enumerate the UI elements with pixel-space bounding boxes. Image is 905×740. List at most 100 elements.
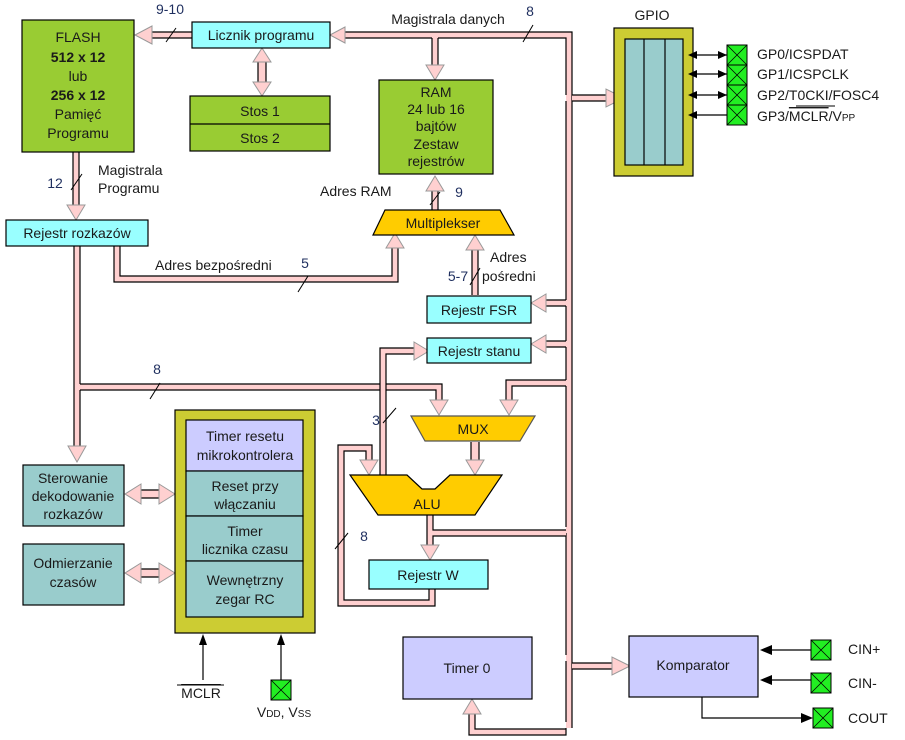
bus-data-to-mux — [499, 379, 566, 416]
status-register: Rejestr stanu — [426, 337, 532, 364]
w-register: Rejestr W — [368, 559, 489, 590]
bus-pc-stack — [252, 47, 272, 97]
svg-text:rejestrów: rejestrów — [408, 153, 466, 169]
bus-data-to-comparator — [572, 656, 632, 676]
flash-title: FLASH — [55, 29, 100, 45]
stack: Stos 1 Stos 2 — [189, 95, 331, 152]
bus-indirect-address — [465, 234, 485, 295]
svg-text:zegar RC: zegar RC — [215, 591, 274, 607]
pin-vdd-vss[interactable] — [270, 679, 292, 701]
label-mclr: MCLR — [181, 685, 221, 701]
width-indirect-address: 5-7 — [448, 268, 468, 284]
label-gp3: GP3/MCLR/VPP — [757, 108, 855, 124]
power-on-reset: Reset przy włączaniu — [212, 478, 279, 512]
reset-timer: Timer resetu mikrokontrolera — [197, 428, 294, 463]
svg-text:Rejestr FSR: Rejestr FSR — [441, 302, 517, 318]
pin-cin-minus[interactable] — [810, 672, 832, 694]
width-literal-bus: 8 — [153, 361, 161, 377]
flash-memory: FLASH 512 x 12 lub 256 x 12 Pamięć Progr… — [21, 19, 135, 153]
label-gp0: GP0/ICSPDAT — [757, 46, 849, 62]
width-pc-flash: 9-10 — [156, 1, 184, 17]
power-input: VDD, VSS — [257, 634, 312, 720]
gpio-pin-labels: GP0/ICSPDAT GP1/ICSPCLK GP2/T0CKI/FOSC4 … — [757, 46, 879, 124]
gpio-pins — [726, 44, 748, 126]
timing-generation: Odmierzanie czasów — [22, 543, 125, 606]
instruction-decode-control: Sterowanie dekodowanie rozkazów — [22, 464, 125, 527]
svg-text:mikrokontrolera: mikrokontrolera — [197, 447, 294, 463]
comparator-pin-wires — [701, 645, 813, 723]
gpio-block: GPIO — [613, 7, 694, 177]
svg-text:Wewnętrzny: Wewnętrzny — [207, 572, 284, 588]
label-cin-plus: CIN+ — [848, 641, 880, 657]
pin-gp0[interactable] — [726, 44, 748, 66]
pin-cin-plus[interactable] — [810, 639, 832, 661]
instruction-register: Rejestr rozkazów — [5, 219, 149, 247]
internal-rc-oscillator: Wewnętrzny zegar RC — [207, 572, 284, 607]
bus-timing-to-frame — [124, 562, 176, 584]
flash-label-1: Pamięć — [55, 106, 102, 122]
flash-size-1: 512 x 12 — [51, 49, 106, 65]
bus-direct-address — [113, 232, 405, 293]
svg-text:Odmierzanie: Odmierzanie — [33, 555, 113, 571]
bus-data-to-pc — [328, 26, 346, 44]
svg-text:czasów: czasów — [50, 574, 98, 590]
svg-text:Licznik programu: Licznik programu — [208, 27, 315, 43]
svg-text:Sterowanie: Sterowanie — [38, 470, 108, 486]
stack-level-1: Stos 1 — [240, 103, 280, 119]
svg-text:dekodowanie: dekodowanie — [32, 488, 115, 504]
svg-text:rozkazów: rozkazów — [43, 506, 103, 522]
label-direct-address: Adres bezpośredni — [155, 257, 272, 273]
svg-text:24 lub 16: 24 lub 16 — [407, 101, 465, 117]
address-multiplexer: Multiplekser — [372, 209, 516, 236]
program-counter: Licznik programu — [191, 21, 331, 49]
bus-data-to-fsr — [530, 293, 567, 313]
bus-ram-address — [425, 175, 445, 210]
bus-program — [66, 152, 86, 221]
svg-text:licznika czasu: licznika czasu — [202, 541, 288, 557]
label-ram-address: Adres RAM — [320, 183, 392, 199]
svg-text:bajtów: bajtów — [416, 118, 457, 134]
label-program-bus-2: Programu — [98, 180, 159, 196]
label-indirect-address-2: pośredni — [482, 268, 536, 284]
label-indirect-address-1: Adres — [490, 249, 527, 265]
pin-gp3[interactable] — [726, 104, 748, 126]
bus-decode-to-frame — [124, 483, 176, 505]
svg-text:ALU: ALU — [413, 496, 440, 512]
width-status-bits: 3 — [372, 412, 380, 428]
label-data-bus: Magistrala danych — [391, 11, 505, 27]
label-program-bus-1: Magistrala — [98, 162, 163, 178]
width-data-bus: 8 — [526, 3, 534, 19]
svg-text:MUX: MUX — [457, 421, 489, 437]
flash-size-2: 256 x 12 — [51, 87, 106, 103]
svg-text:Rejestr stanu: Rejestr stanu — [438, 343, 520, 359]
svg-text:Reset przy: Reset przy — [212, 478, 279, 494]
timer0: Timer 0 — [402, 636, 533, 700]
svg-text:włączaniu: włączaniu — [213, 496, 275, 512]
label-vdd-vss: VDD, VSS — [257, 704, 312, 720]
svg-text:Timer: Timer — [227, 523, 263, 539]
gpio-pin-wires — [688, 51, 727, 119]
svg-text:Multiplekser: Multiplekser — [406, 215, 481, 231]
data-bus — [340, 31, 573, 728]
pin-cout[interactable] — [812, 707, 834, 729]
bus-data-to-ram — [425, 37, 445, 81]
label-cin-minus: CIN- — [848, 675, 877, 691]
bus-alu-to-status — [379, 341, 430, 475]
svg-text:Timer 0: Timer 0 — [444, 660, 491, 676]
pin-gp1[interactable] — [726, 64, 748, 86]
flash-or: lub — [69, 68, 88, 84]
width-ram-address: 9 — [455, 184, 463, 200]
bus-mux-to-alu — [465, 442, 485, 476]
mclr-input: MCLR — [177, 634, 224, 701]
reset-clock-frame: Timer resetu mikrokontrolera Reset przy … — [174, 409, 316, 634]
fsr-register: Rejestr FSR — [426, 295, 532, 324]
label-cout: COUT — [848, 710, 888, 726]
ram: RAM 24 lub 16 bajtów Zestaw rejestrów — [378, 79, 494, 175]
svg-text:Timer resetu: Timer resetu — [206, 428, 284, 444]
pin-gp2[interactable] — [726, 84, 748, 106]
svg-text:RAM: RAM — [420, 84, 451, 100]
width-direct-address: 5 — [301, 255, 309, 271]
bus-w-feedback — [334, 444, 436, 607]
label-gp1: GP1/ICSPCLK — [757, 66, 849, 82]
